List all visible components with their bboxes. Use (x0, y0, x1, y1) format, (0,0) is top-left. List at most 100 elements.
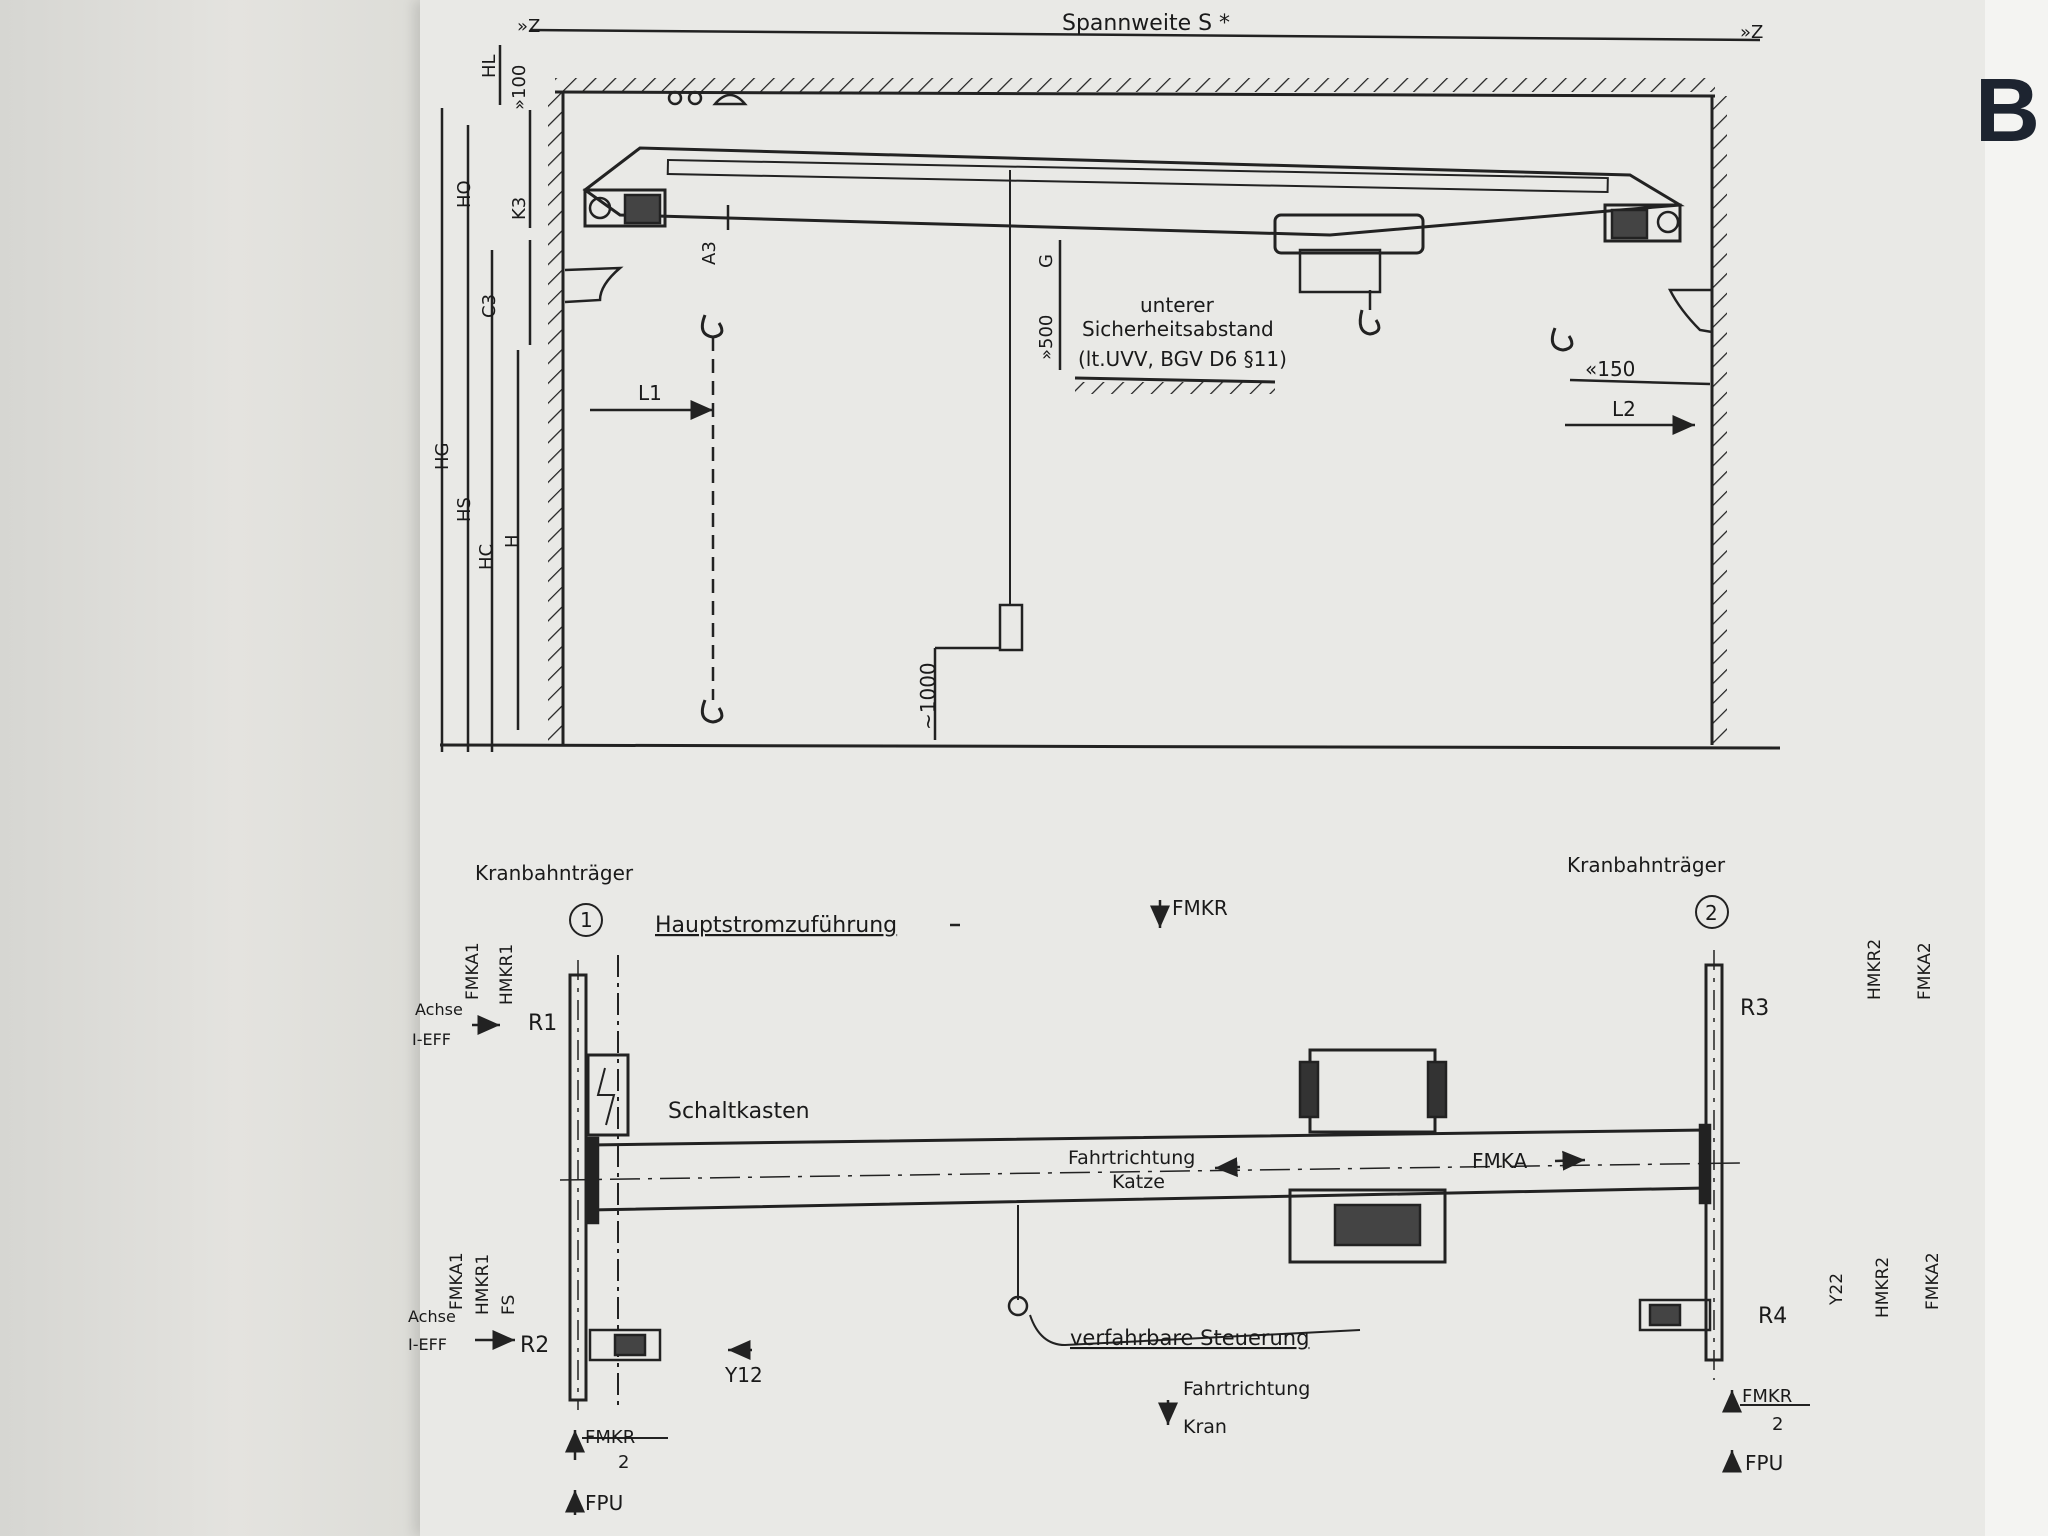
l1-label: L1 (638, 381, 662, 405)
eff-bot-label: I-EFF (408, 1335, 447, 1354)
right-wheel (1656, 210, 1680, 234)
runway-2-circle (1695, 895, 1729, 929)
right-wall-hatch (1712, 96, 1727, 745)
hmkr1-b-label: HMKR1 (473, 1254, 493, 1315)
trolley-motor (1288, 1188, 1447, 1264)
hs-label: HS (454, 497, 475, 522)
right-rail-bracket (1667, 288, 1713, 334)
motor-drum (1333, 1203, 1422, 1247)
crane-girder (582, 146, 1685, 237)
fmka-label: FMKA (1472, 1149, 1528, 1173)
right-endplate (1698, 1123, 1712, 1205)
fmka1-a-label: FMKA1 (463, 942, 483, 1000)
r2-label: R2 (520, 1333, 549, 1358)
safety-hatch (1075, 382, 1275, 394)
safety-line2: Sicherheitsabstand (1082, 317, 1274, 341)
plan-labels: Kranbahnträger Kranbahnträger 1 2 Haupts… (408, 853, 1943, 1515)
span-dimension-line (529, 28, 1761, 42)
eff-top-label: I-EFF (412, 1030, 451, 1049)
right-drive-plan (1638, 1298, 1712, 1332)
hoist-body (1273, 213, 1425, 255)
axis-bot-label: Achse (408, 1307, 456, 1326)
lamp-shade-icon (712, 93, 748, 106)
y12-label: Y12 (724, 1363, 763, 1387)
trolley-wheel-left (1298, 1060, 1320, 1119)
travel-crane-2: Kran (1183, 1416, 1227, 1438)
fmka1-b-label: FMKA1 (447, 1252, 467, 1310)
fmkr-right-label: FMKR (1742, 1386, 1792, 1407)
brand-logo: B (1975, 61, 2040, 161)
left-wheel (588, 196, 612, 220)
travel-trolley-2: Katze (1112, 1171, 1165, 1193)
left-drive (623, 193, 662, 225)
fmka2-b-label: FMKA2 (1923, 1252, 1943, 1310)
r3-label: R3 (1740, 996, 1769, 1021)
a3-label: A3 (699, 241, 720, 265)
switch-box-label: Schaltkasten (668, 1099, 810, 1124)
lamp-icon-2 (687, 90, 703, 106)
hg-label: HG (432, 443, 453, 470)
z-left-label: »Z (517, 16, 540, 37)
fmka2-a-label: FMKA2 (1915, 942, 1935, 1000)
runway-left-label: Kranbahnträger (475, 861, 634, 885)
hmkr2-a-label: HMKR2 (1865, 939, 1885, 1000)
travel-crane-1: Fahrtrichtung (1183, 1378, 1310, 1400)
safety-ground-line (1074, 376, 1276, 384)
runway-1-number: 1 (580, 908, 593, 932)
ceiling-line (554, 90, 1716, 98)
c3-label: C3 (479, 294, 500, 318)
drawing-page (420, 0, 1990, 1536)
span-label: Spannweite S * (1062, 11, 1230, 36)
trolley-top (1308, 1048, 1437, 1134)
left-drive-plan (588, 1328, 662, 1362)
left-end-truck (583, 188, 667, 228)
max150-label: «150 (1585, 357, 1635, 381)
trolley-wheel-right (1426, 1060, 1448, 1119)
z-right-label: »Z (1740, 22, 1763, 43)
elevation-labels: Spannweite S * »Z »Z HL »100 HO K3 A3 C3… (432, 11, 1763, 730)
min500-label: »500 (1036, 315, 1057, 360)
g-label: G (1036, 254, 1057, 268)
left-endplate (586, 1136, 600, 1225)
plan-girder-axis (559, 1162, 1741, 1181)
fs-label: FS (499, 1295, 519, 1315)
plan-view (472, 895, 1810, 1515)
right-end-truck (1603, 203, 1682, 243)
left-wall-hatch (548, 92, 563, 745)
hl-label: HL (479, 54, 500, 78)
right-drive-motor (1648, 1303, 1682, 1327)
ho-label: HO (454, 180, 475, 208)
axis-top-label: Achse (415, 1000, 463, 1019)
fpu-left-label: FPU (585, 1491, 623, 1515)
plan-girder (588, 1128, 1707, 1212)
runway-right-label: Kranbahnträger (1567, 853, 1726, 877)
fpu-right-label: FPU (1745, 1451, 1783, 1475)
r1-label: R1 (528, 1011, 557, 1036)
hc-label: HC (476, 544, 497, 570)
safety-line3: (lt.UVV, BGV D6 §11) (1078, 347, 1287, 371)
right-drive (1610, 208, 1649, 240)
hook-lower-left-icon (700, 699, 724, 724)
floor-line (439, 743, 1781, 750)
hmkr1-a-label: HMKR1 (497, 944, 517, 1005)
left-rail-bracket (564, 266, 624, 304)
k3-label: K3 (509, 197, 530, 220)
hoist-hook-icon (1358, 309, 1381, 336)
min100-label: »100 (509, 65, 530, 110)
h-label: H (502, 534, 523, 548)
travel-trolley-1: Fahrtrichtung (1068, 1147, 1195, 1169)
trolley-dir-arrow (1214, 1157, 1241, 1178)
hook-right-icon (1550, 327, 1574, 352)
r4-label: R4 (1758, 1304, 1787, 1329)
runway-1-circle (569, 903, 603, 937)
fmkr-left-div: 2 (618, 1452, 629, 1473)
fmkr-right-div: 2 (1772, 1414, 1783, 1435)
lamp-icon (667, 90, 683, 106)
main-power-label: Hauptstromzuführung (655, 913, 897, 938)
lightning-icon (596, 1067, 616, 1126)
runway-2-number: 2 (1705, 901, 1718, 925)
elevation-view (439, 28, 1781, 752)
fmka-arrow (1554, 1150, 1586, 1171)
mobile-control-label: verfahrbare Steuerung (1070, 1326, 1309, 1350)
